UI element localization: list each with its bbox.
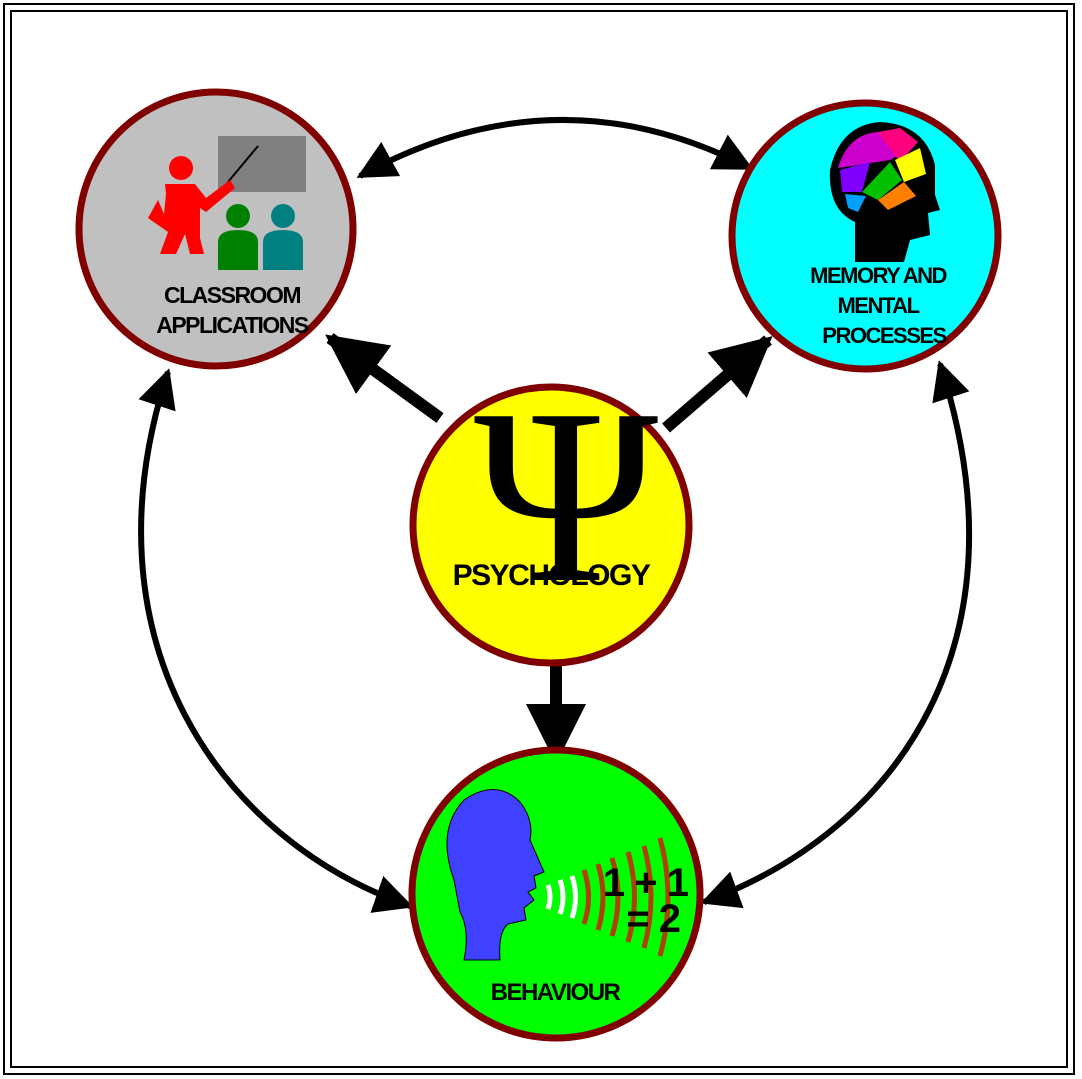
memory-node: MEMORY AND MENTAL PROCESSES bbox=[728, 99, 1002, 373]
psychology-label: PSYCHOLOGY bbox=[453, 559, 651, 592]
sound-waves-icon bbox=[545, 837, 671, 957]
classroom-label-line2: APPLICATIONS bbox=[156, 312, 309, 338]
student-icon bbox=[218, 204, 303, 270]
behaviour-label: BEHAVIOUR bbox=[491, 979, 621, 1006]
teacher-icon bbox=[148, 156, 235, 254]
arrow-classroom-memory bbox=[356, 116, 754, 179]
memory-label-line1: MEMORY AND bbox=[810, 263, 946, 288]
arrow-classroom-behaviour bbox=[138, 368, 414, 913]
chalkboard-icon bbox=[218, 136, 306, 192]
arrow-center-memory bbox=[662, 335, 773, 433]
speaking-head-icon bbox=[446, 789, 545, 961]
equation-line2: = 2 bbox=[626, 897, 680, 941]
memory-label-line3: PROCESSES bbox=[822, 323, 946, 348]
classroom-label-line1: CLASSROOM bbox=[164, 282, 300, 308]
psychology-node: Ψ PSYCHOLOGY bbox=[409, 358, 693, 667]
psi-symbol: Ψ bbox=[474, 358, 658, 635]
memory-label-line2: MENTAL bbox=[837, 293, 919, 318]
behaviour-node: 1 + 1 = 2 BEHAVIOUR bbox=[408, 746, 704, 1042]
arrow-center-classroom bbox=[325, 333, 444, 423]
arrow-memory-behaviour bbox=[700, 360, 973, 909]
equation-line1: 1 + 1 bbox=[603, 861, 689, 905]
brain-head-icon bbox=[829, 122, 940, 262]
classroom-node: CLASSROOM APPLICATIONS bbox=[75, 88, 357, 370]
inner-border bbox=[10, 10, 1068, 1068]
outer-border bbox=[3, 3, 1075, 1075]
